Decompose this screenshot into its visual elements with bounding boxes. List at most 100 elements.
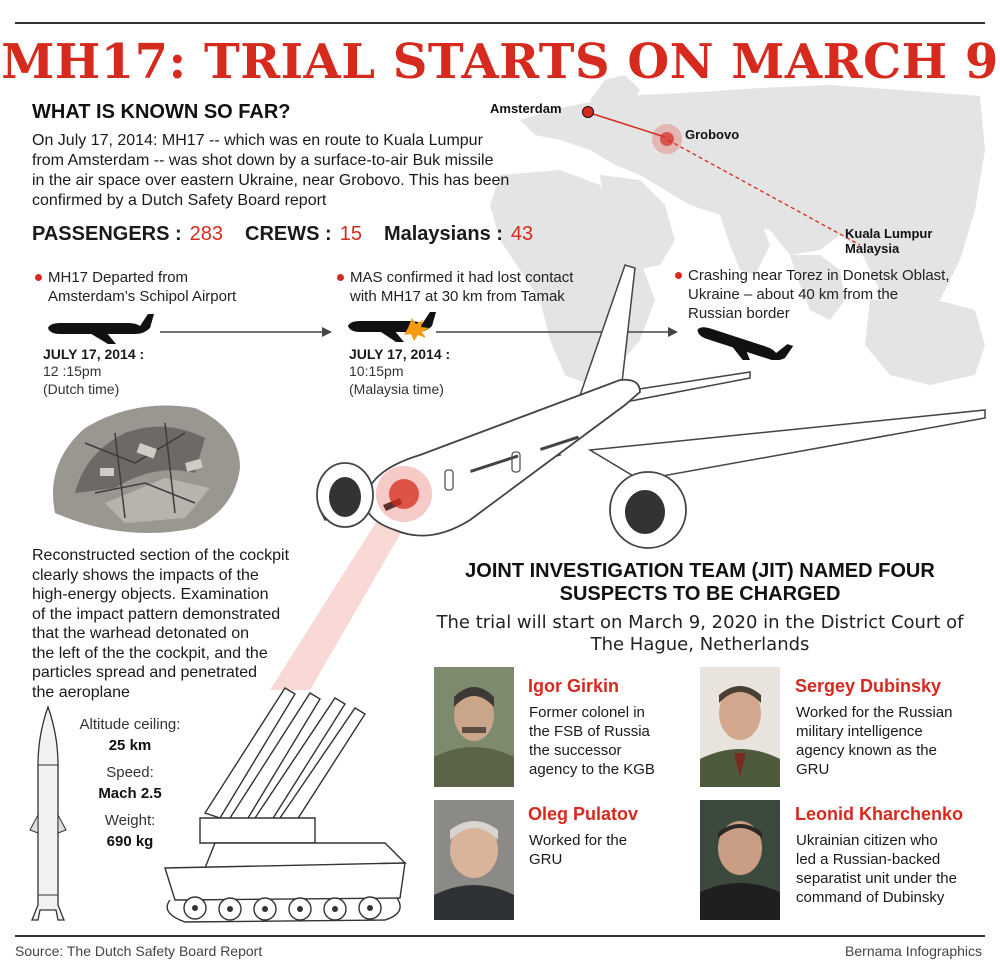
- known-line: in the air space over eastern Ukraine, n…: [32, 172, 510, 189]
- malaysians-value: 43: [510, 223, 534, 245]
- top-divider: [15, 22, 985, 24]
- missile-specs: Altitude ceiling: 25 km Speed: Mach 2.5 …: [75, 716, 185, 850]
- suspect-name-dubinsky: Sergey Dubinsky: [795, 676, 942, 696]
- timeline-item-lost-contact: MAS confirmed it had lost contact with M…: [337, 268, 574, 306]
- timeline-time: 10:15pm: [349, 363, 404, 379]
- jit-sub-line: The trial will start on March 9, 2020 in…: [436, 612, 964, 633]
- passengers-value: 283: [189, 223, 224, 245]
- timeline-time: 12 :15pm: [43, 363, 102, 379]
- timeline-line: Ukraine – about 40 km from the: [688, 286, 899, 303]
- suspect-name-girkin: Igor Girkin: [528, 676, 620, 696]
- suspect-desc-line: agency known as the: [796, 742, 937, 759]
- crews-value: 15: [339, 223, 362, 245]
- timeline-zone: (Malaysia time): [349, 381, 444, 397]
- suspect-photo-dubinsky: [700, 667, 780, 787]
- suspect-desc-line: Worked for the Russian: [796, 704, 953, 721]
- plane-descending-icon: [697, 327, 794, 360]
- bullet-icon: [675, 272, 682, 279]
- crews-label: CREWS :: [245, 223, 332, 245]
- casualty-stats: PASSENGERS : 283 CREWS : 15 Malaysians : 43: [32, 223, 555, 246]
- suspect-desc-line: the successor: [529, 742, 622, 759]
- grobovo-label: Grobovo: [685, 127, 740, 142]
- cockpit-line: that the warhead detonated on: [32, 625, 250, 642]
- plane-explosion-icon: [348, 312, 436, 342]
- suspect-desc-pulatov: Worked for the GRU: [529, 831, 627, 869]
- cockpit-description: Reconstructed section of the cockpit cle…: [32, 546, 332, 702]
- suspect-desc-dubinsky: Worked for the Russian military intellig…: [796, 703, 952, 779]
- altitude-value: 25 km: [108, 737, 152, 754]
- timeline-date-block-2: JULY 17, 2014 : 10:15pm (Malaysia time): [349, 346, 450, 398]
- timeline-date: JULY 17, 2014 :: [349, 346, 451, 362]
- timeline-line: MAS confirmed it had lost contact: [350, 269, 574, 286]
- known-heading: WHAT IS KNOWN SO FAR?: [32, 101, 291, 123]
- cockpit-line: high-energy objects. Examination: [32, 586, 269, 603]
- plane-icon: [48, 314, 154, 344]
- bullet-icon: [35, 274, 42, 281]
- timeline-line: MH17 Departed from: [48, 269, 189, 286]
- known-line: from Amsterdam -- was shot down by a sur…: [32, 152, 494, 169]
- cockpit-wreckage-image: [53, 405, 240, 533]
- grobovo-marker: [660, 132, 674, 146]
- cockpit-line: particles spread and penetrated: [32, 664, 258, 681]
- suspect-desc-kharchenko: Ukrainian citizen who led a Russian-back…: [796, 831, 957, 907]
- bottom-divider: [15, 935, 985, 937]
- suspect-desc-line: Ukrainian citizen who: [796, 832, 938, 849]
- jit-heading-line: SUSPECTS TO BE CHARGED: [559, 583, 841, 605]
- malaysians-label: Malaysians :: [383, 223, 503, 245]
- suspect-desc-line: Former colonel in: [529, 704, 645, 721]
- altitude-label: Altitude ceiling:: [79, 716, 181, 733]
- cockpit-line: the aeroplane: [32, 683, 130, 701]
- timeline-date: JULY 17, 2014 :: [43, 346, 145, 362]
- cockpit-line: clearly shows the impacts of the: [32, 566, 259, 584]
- jit-heading: JOINT INVESTIGATION TEAM (JIT) NAMED FOU…: [400, 560, 1000, 606]
- buk-launcher-icon: [164, 687, 407, 923]
- timeline-line: Amsterdam’s Schipol Airport: [48, 288, 237, 305]
- suspect-desc-line: command of Dubinsky: [796, 889, 945, 906]
- page-title: MH17: TRIAL STARTS ON MARCH 9: [1, 34, 999, 90]
- jit-subheading: The trial will start on March 9, 2020 in…: [430, 612, 970, 656]
- timeline-item-departure: MH17 Departed from Amsterdam’s Schipol A…: [35, 268, 237, 306]
- suspect-desc-line: military intelligence: [796, 723, 923, 740]
- suspect-desc-line: Worked for the: [529, 832, 628, 849]
- timeline-line: Crashing near Torez in Donetsk Oblast,: [688, 267, 950, 284]
- bullet-icon: [337, 274, 344, 281]
- known-paragraph: On July 17, 2014: MH17 -- which was en r…: [32, 131, 572, 211]
- weight-label: Weight:: [104, 812, 156, 829]
- timeline-line: Russian border: [688, 305, 790, 322]
- amsterdam-marker: [582, 106, 594, 118]
- suspect-desc-line: separatist unit under the: [796, 870, 957, 887]
- jit-heading-line: JOINT INVESTIGATION TEAM (JIT) NAMED FOU…: [465, 560, 935, 582]
- timeline-zone: (Dutch time): [43, 381, 120, 397]
- missile-icon: [29, 705, 67, 921]
- cockpit-line: of the impact pattern demonstrated: [32, 605, 281, 623]
- suspect-photo-pulatov: [434, 800, 514, 920]
- suspect-desc-line: GRU: [529, 851, 563, 868]
- known-line: On July 17, 2014: MH17 -- which was en r…: [32, 132, 483, 149]
- cockpit-line: Reconstructed section of the cockpit: [32, 547, 290, 564]
- suspect-desc-line: GRU: [796, 761, 830, 778]
- jit-sub-line: The Hague, Netherlands: [590, 634, 810, 655]
- suspect-photo-girkin: [434, 667, 514, 787]
- cockpit-line: the left of the the cockpit, and the: [32, 644, 268, 662]
- speed-value: Mach 2.5: [98, 785, 162, 802]
- speed-label: Speed:: [106, 764, 154, 781]
- malaysia-label: Malaysia: [845, 241, 900, 256]
- timeline-graphics: [48, 312, 794, 360]
- suspect-name-kharchenko: Leonid Kharchenko: [795, 804, 964, 824]
- suspect-desc-line: agency to the KGB: [529, 761, 655, 778]
- timeline-date-block-1: JULY 17, 2014 : 12 :15pm (Dutch time): [43, 346, 144, 398]
- suspect-name-pulatov: Oleg Pulatov: [528, 804, 639, 824]
- timeline-line: with MH17 at 30 km from Tamak: [350, 288, 565, 305]
- suspect-photo-kharchenko: [700, 800, 780, 920]
- suspect-desc-line: led a Russian-backed: [796, 851, 941, 868]
- known-line: confirmed by a Dutch Safety Board report: [32, 192, 327, 209]
- weight-value: 690 kg: [106, 833, 154, 850]
- timeline-item-crash: Crashing near Torez in Donetsk Oblast, U…: [675, 266, 950, 323]
- source-credit: Source: The Dutch Safety Board Report: [15, 943, 263, 959]
- publisher-credit: Bernama Infographics: [845, 943, 982, 959]
- kuala-lumpur-label: Kuala Lumpur: [845, 226, 933, 241]
- passengers-label: PASSENGERS :: [32, 223, 182, 245]
- suspect-desc-line: the FSB of Russia: [529, 723, 650, 740]
